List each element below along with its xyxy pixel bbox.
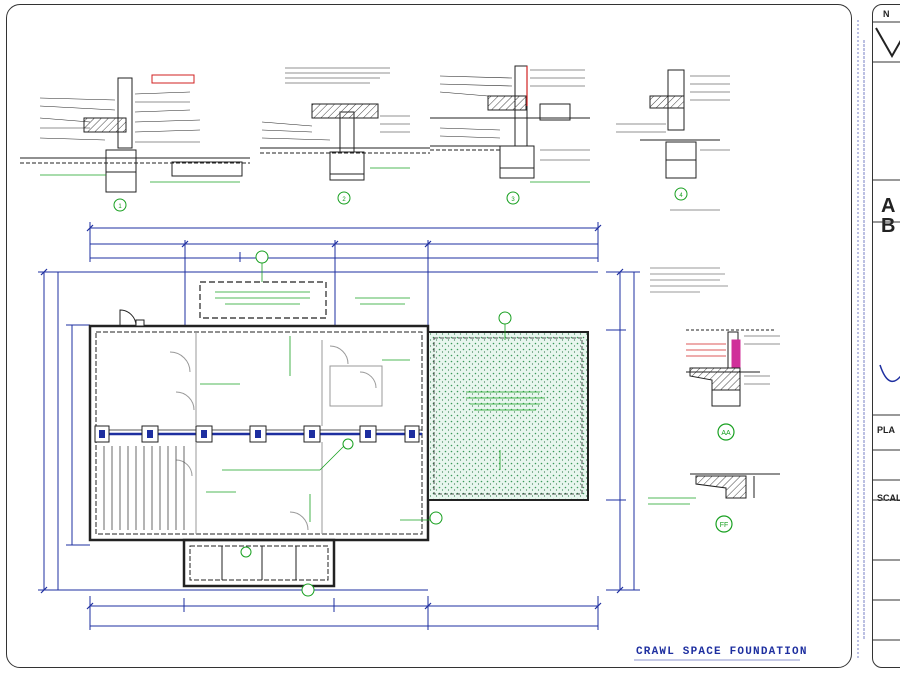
drawing-border bbox=[6, 4, 852, 668]
title-block-letter-a: A bbox=[881, 195, 896, 217]
title-block-lines bbox=[872, 21, 900, 641]
detail-marker-aa: AA bbox=[721, 430, 731, 437]
section-detail-aa bbox=[686, 329, 780, 441]
title-block-north-label: N bbox=[883, 9, 890, 19]
detail-marker-2: 2 bbox=[342, 197, 346, 203]
title-block-side-notes bbox=[857, 20, 865, 660]
right-note-block bbox=[650, 267, 728, 293]
title-block-letter-b: B bbox=[881, 215, 896, 237]
dimension-ticks bbox=[40, 224, 624, 610]
title-block-plan-label: PLA bbox=[877, 425, 895, 435]
detail-marker-ff: FF bbox=[720, 522, 729, 529]
sheet-title: CRAWL SPACE FOUNDATION bbox=[636, 646, 808, 658]
section-detail-4 bbox=[616, 69, 730, 211]
section-detail-2 bbox=[260, 67, 430, 205]
foundation-plan bbox=[88, 250, 589, 597]
section-detail-ff bbox=[648, 473, 780, 533]
section-detail-1 bbox=[20, 74, 250, 212]
title-block-scale-label: SCAL bbox=[877, 493, 900, 503]
detail-marker-4: 4 bbox=[679, 193, 683, 199]
section-detail-3 bbox=[430, 65, 590, 205]
detail-marker-3: 3 bbox=[511, 197, 515, 203]
detail-marker-1: 1 bbox=[118, 204, 122, 210]
dimension-lines bbox=[38, 222, 640, 630]
title-block: N A B PLA SCAL bbox=[872, 4, 900, 668]
